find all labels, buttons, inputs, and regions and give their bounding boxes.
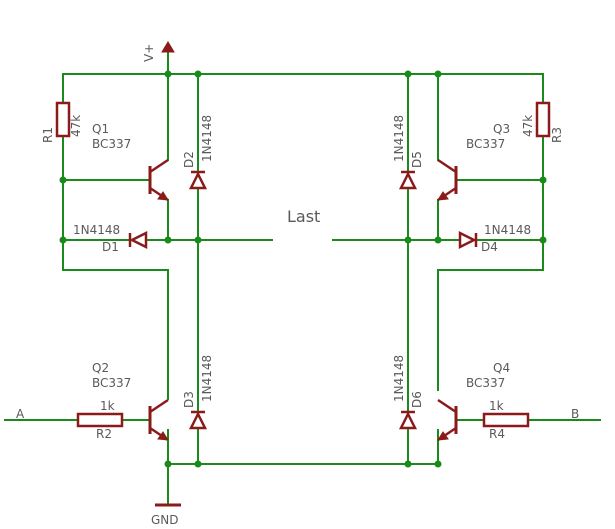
r2-value-label: 1k — [100, 399, 115, 413]
r1-ref-label: R1 — [41, 127, 55, 143]
transistor-q1 — [148, 158, 169, 202]
r1-value-label: 47k — [69, 115, 83, 137]
diode-d1 — [128, 230, 148, 250]
transistor-q2 — [148, 390, 169, 450]
junction-dot — [164, 460, 172, 468]
diode-d4 — [458, 230, 478, 250]
junction-dot — [434, 70, 442, 78]
junction-dot — [404, 236, 412, 244]
transistor-q4 — [437, 398, 458, 442]
d6-ref-label: D6 — [410, 391, 424, 408]
d5-ref-label: D5 — [410, 151, 424, 168]
resistor-r4 — [482, 412, 530, 428]
supply-symbol — [161, 41, 175, 53]
supply-label: V+ — [142, 44, 156, 62]
diode-d3 — [188, 410, 208, 430]
d1-ref-label: D1 — [102, 240, 119, 254]
q4-type-label: BC337 — [466, 376, 505, 390]
labels: V+ GND Last A B R1 47k 47k R3 1k R2 1k R… — [16, 44, 579, 527]
junction-dot — [59, 176, 67, 184]
d4-type-label: 1N4148 — [484, 223, 531, 237]
diode-d2 — [188, 170, 208, 190]
junction-dot — [434, 236, 442, 244]
q1-type-label: BC337 — [92, 137, 131, 151]
r4-ref-label: R4 — [489, 427, 505, 441]
resistor-r2 — [76, 412, 124, 428]
diode-d5 — [398, 170, 418, 190]
junctions — [59, 70, 547, 468]
wires — [4, 51, 601, 506]
d1-type-label: 1N4148 — [73, 223, 120, 237]
load-label: Last — [287, 207, 320, 226]
d4-ref-label: D4 — [481, 240, 498, 254]
d6-type-label: 1N4148 — [392, 355, 406, 402]
junction-dot — [404, 460, 412, 468]
q3-ref-label: Q3 — [493, 122, 510, 136]
q2-ref-label: Q2 — [92, 361, 109, 375]
ground-label: GND — [151, 513, 179, 527]
junction-dot — [164, 236, 172, 244]
diode-d6 — [398, 410, 418, 430]
q4-ref-label: Q4 — [493, 361, 510, 375]
resistor-r3 — [535, 101, 551, 138]
junction-dot — [539, 236, 547, 244]
input-a-label: A — [16, 407, 25, 421]
junction-dot — [59, 236, 67, 244]
resistor-r1 — [55, 101, 71, 138]
q1-ref-label: Q1 — [92, 122, 109, 136]
junction-dot — [404, 70, 412, 78]
r2-ref-label: R2 — [96, 427, 112, 441]
d2-ref-label: D2 — [182, 151, 196, 168]
junction-dot — [539, 176, 547, 184]
q3-type-label: BC337 — [466, 137, 505, 151]
q2-type-label: BC337 — [92, 376, 131, 390]
d2-type-label: 1N4148 — [200, 115, 214, 162]
d5-type-label: 1N4148 — [392, 115, 406, 162]
d3-ref-label: D3 — [182, 391, 196, 408]
junction-dot — [434, 460, 442, 468]
junction-dot — [194, 70, 202, 78]
d3-type-label: 1N4148 — [200, 355, 214, 402]
r3-ref-label: R3 — [550, 127, 564, 143]
r4-value-label: 1k — [489, 399, 504, 413]
junction-dot — [194, 460, 202, 468]
r3-value-label: 47k — [521, 115, 535, 137]
input-b-label: B — [571, 407, 579, 421]
transistor-q3 — [437, 158, 458, 202]
junction-dot — [194, 236, 202, 244]
junction-dot — [164, 70, 172, 78]
